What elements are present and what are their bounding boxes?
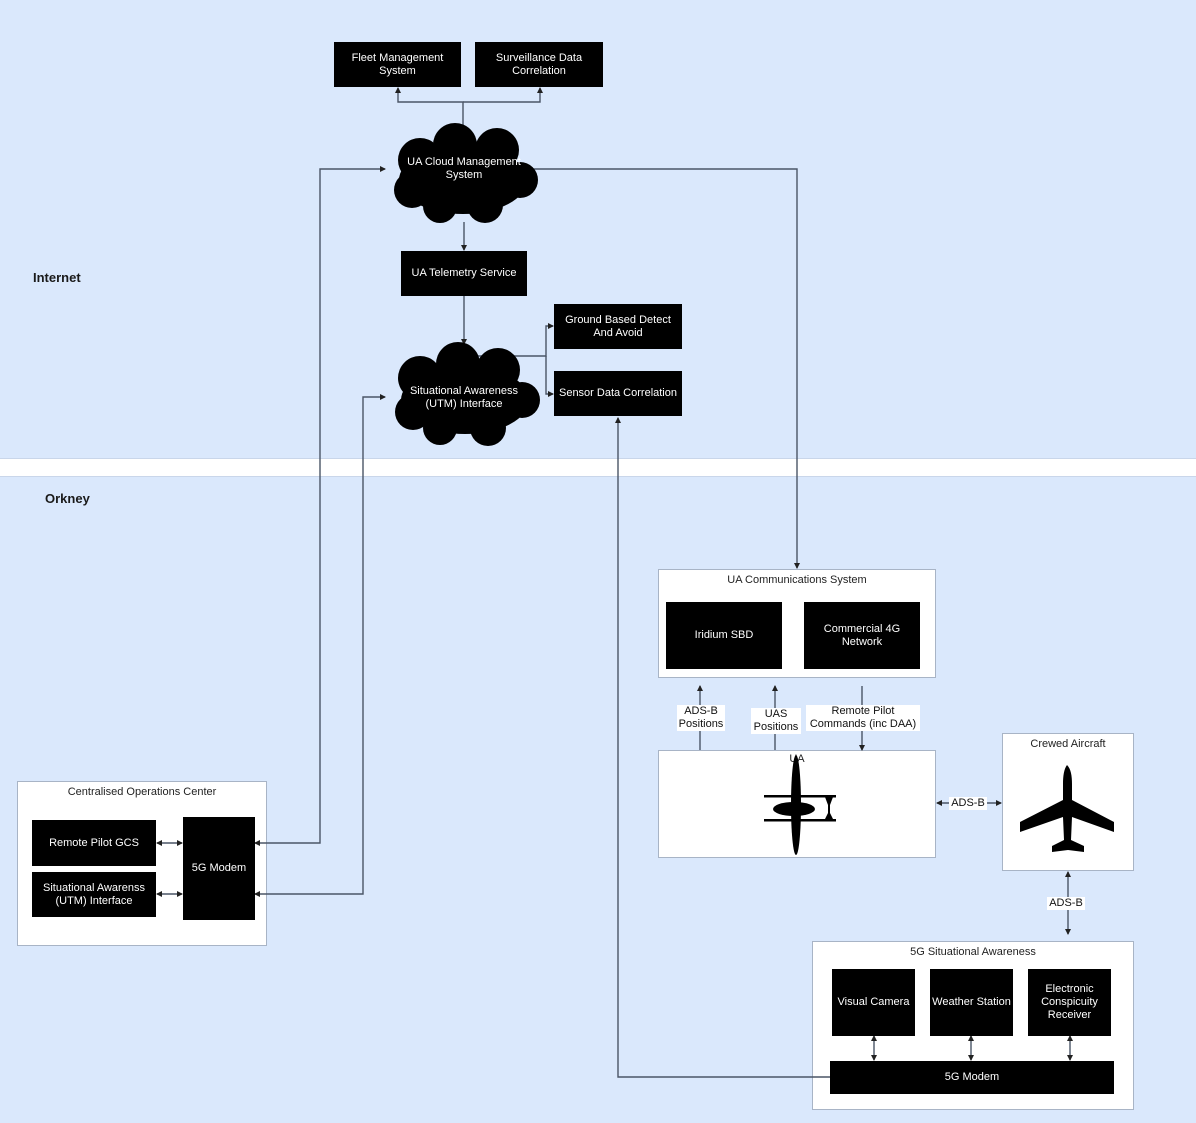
ec-receiver-node[interactable]: Electronic Conspicuity Receiver bbox=[1028, 969, 1111, 1036]
ua-title: UA bbox=[789, 753, 805, 765]
situational-5g-modem-node[interactable]: 5G Modem bbox=[830, 1061, 1114, 1094]
iridium-sbd-node[interactable]: Iridium SBD bbox=[666, 602, 782, 669]
weather-station-node[interactable]: Weather Station bbox=[930, 969, 1013, 1036]
ops-situational-interface-node[interactable]: Situational Awarenss (UTM) Interface bbox=[32, 872, 156, 917]
crewed-aircraft-group: Crewed Aircraft bbox=[1002, 733, 1134, 871]
comms-system-title: UA Communications System bbox=[727, 574, 867, 586]
situational-awareness-cloud-node[interactable]: Situational Awareness (UTM) Interface bbox=[409, 385, 519, 410]
edge-label-adsb-positions: ADS-B Positions bbox=[677, 705, 725, 731]
cloud-management-node[interactable]: UA Cloud Management System bbox=[407, 156, 521, 181]
edge-label-ua-crewed-adsb: ADS-B bbox=[949, 797, 987, 810]
crewed-aircraft-title: Crewed Aircraft bbox=[1030, 738, 1106, 750]
edge-label-remote-pilot-commands: Remote Pilot Commands (inc DAA) bbox=[806, 705, 920, 731]
ops-center-title: Centralised Operations Center bbox=[67, 786, 217, 798]
commercial-4g-node[interactable]: Commercial 4G Network bbox=[804, 602, 920, 669]
ops-5g-modem-node[interactable]: 5G Modem bbox=[183, 817, 255, 920]
situational-5g-title: 5G Situational Awareness bbox=[910, 946, 1036, 958]
ground-daa-node[interactable]: Ground Based Detect And Avoid bbox=[554, 304, 682, 349]
fleet-management-node[interactable]: Fleet Management System bbox=[334, 42, 461, 87]
visual-camera-node[interactable]: Visual Camera bbox=[832, 969, 915, 1036]
edge-label-crewed-5g-adsb: ADS-B bbox=[1047, 897, 1085, 910]
internet-region-label: Internet bbox=[33, 270, 81, 285]
orkney-region-label: Orkney bbox=[45, 491, 90, 506]
surveillance-correlation-node[interactable]: Surveillance Data Correlation bbox=[475, 42, 603, 87]
ua-group: UA bbox=[658, 750, 936, 858]
edge-label-uas-positions: UAS Positions bbox=[751, 708, 801, 734]
remote-pilot-gcs-node[interactable]: Remote Pilot GCS bbox=[32, 820, 156, 866]
telemetry-service-node[interactable]: UA Telemetry Service bbox=[401, 251, 527, 296]
sensor-correlation-node[interactable]: Sensor Data Correlation bbox=[554, 371, 682, 416]
